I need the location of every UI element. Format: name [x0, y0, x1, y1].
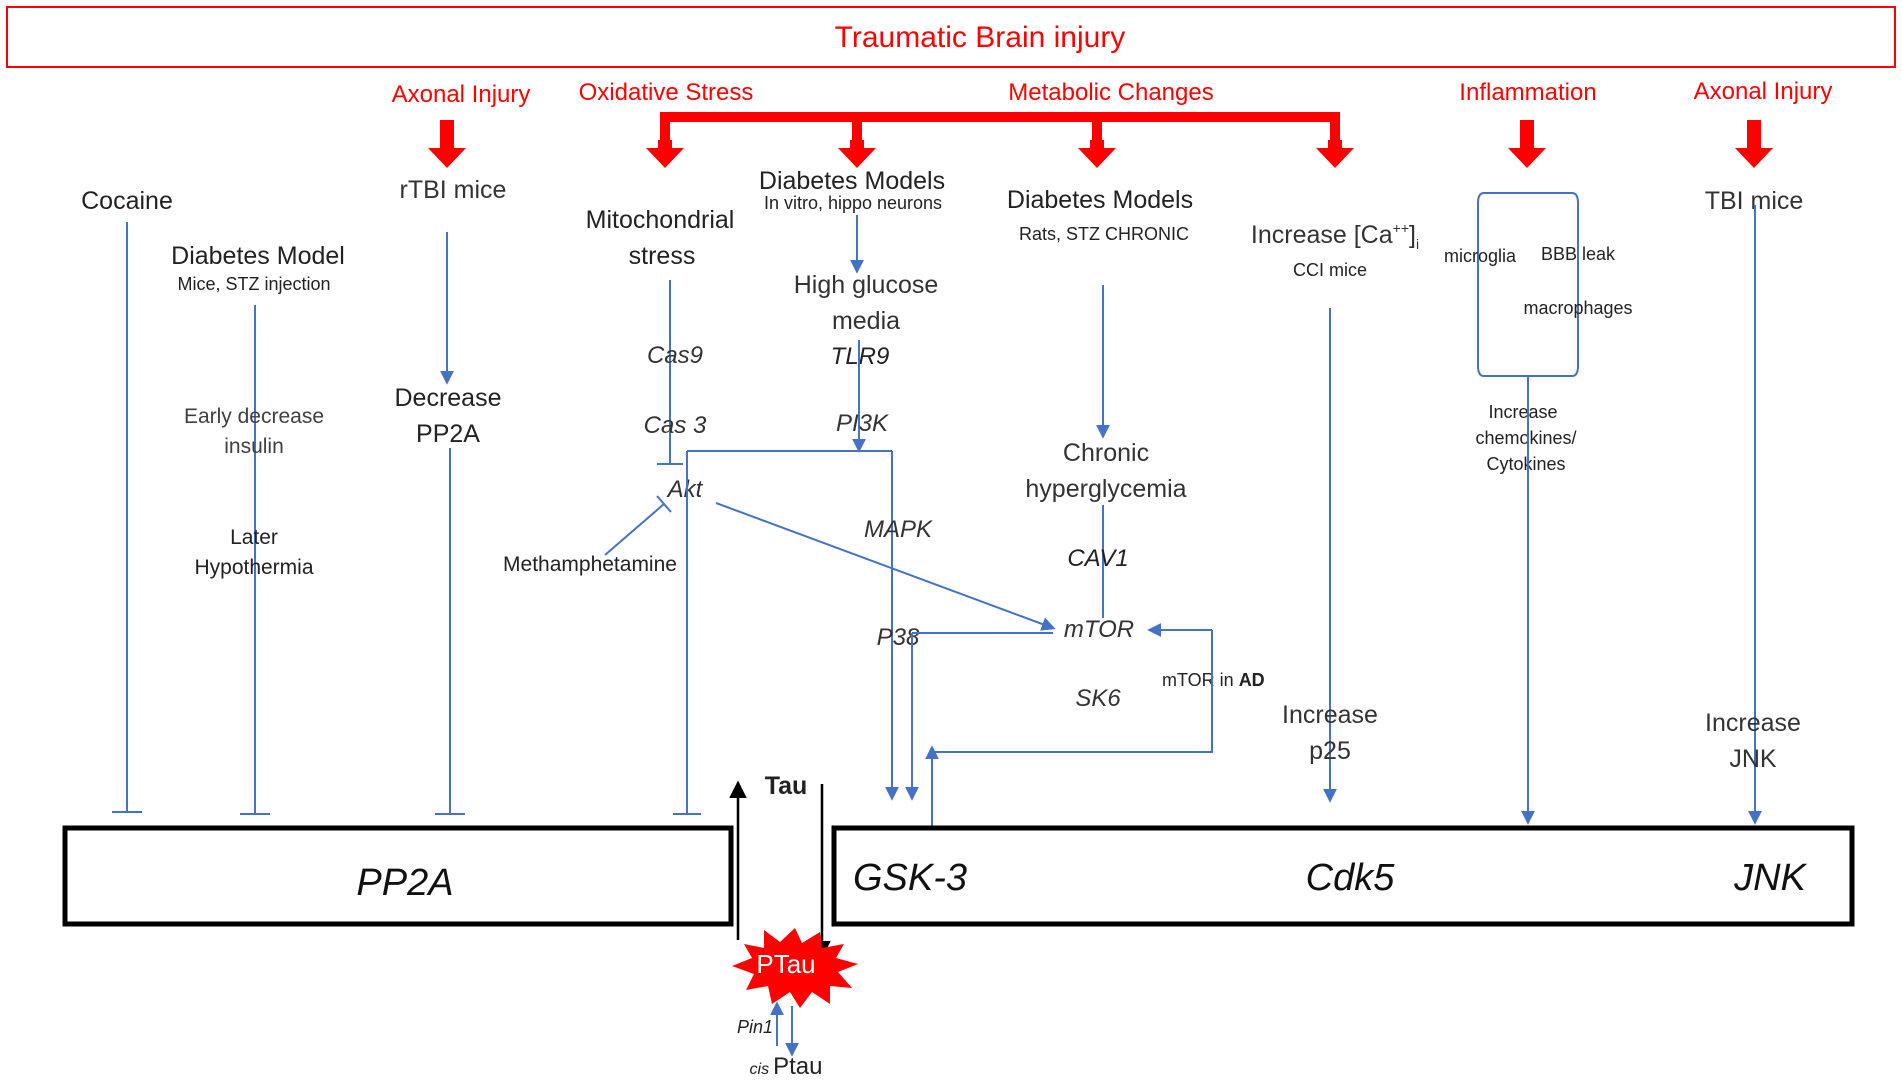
red-down-arrows	[428, 120, 1773, 168]
category-metabolic-changes: Metabolic Changes	[1008, 79, 1213, 106]
node-later: Later	[230, 526, 278, 549]
node-chemokines: chemokines/	[1475, 428, 1576, 448]
node-mtor-in-ad-text: mTOR in	[1162, 670, 1239, 690]
node-early-decrease: Early decrease	[184, 405, 324, 428]
node-mtor-in-ad-bold: AD	[1239, 670, 1265, 690]
category-axonal-injury-left: Axonal Injury	[392, 81, 531, 108]
node-mitochondrial-stress: stress	[629, 242, 696, 270]
node-increase-p25-value: p25	[1309, 737, 1351, 765]
node-cav1: CAV1	[1067, 545, 1128, 572]
cdk5-label: Cdk5	[1306, 857, 1396, 899]
node-sk6: SK6	[1075, 685, 1121, 712]
node-akt: Akt	[666, 476, 704, 503]
node-diabetes-models-rats-sub: Rats, STZ CHRONIC	[1019, 224, 1189, 244]
jnk-label: JNK	[1733, 857, 1807, 899]
inflammation-brace	[1477, 192, 1579, 377]
node-increase-jnk-value: JNK	[1729, 745, 1777, 773]
node-mtor: mTOR	[1064, 616, 1134, 643]
node-chronic: Chronic	[1063, 439, 1149, 467]
ptau-burst	[732, 928, 858, 1008]
node-diabetes-models-invitro-sub: In vitro, hippo neurons	[764, 193, 942, 213]
node-chemokines-increase: Increase	[1488, 402, 1557, 422]
node-cocaine: Cocaine	[81, 187, 173, 215]
node-cas3: Cas 3	[644, 412, 707, 439]
node-increase-ca-text: Increase [Ca	[1251, 221, 1393, 249]
kinases-box	[831, 825, 1855, 927]
node-increase-jnk: Increase	[1705, 709, 1801, 737]
node-methamphetamine: Methamphetamine	[503, 553, 677, 576]
node-chronic-hyperglycemia: hyperglycemia	[1025, 475, 1186, 503]
node-rtbi-mice: rTBI mice	[400, 176, 507, 204]
pp2a-label: PP2A	[356, 862, 453, 904]
node-decrease: Decrease	[395, 384, 502, 412]
title-box	[6, 6, 1896, 68]
node-later-hypothermia: Hypothermia	[194, 556, 313, 579]
node-microglia: microglia	[1444, 246, 1517, 266]
node-diabetes-models-invitro: Diabetes Models	[759, 167, 945, 195]
node-diabetes-models-rats: Diabetes Models	[1007, 186, 1193, 214]
node-ca-subscript: i	[1416, 236, 1419, 252]
node-ca-superscript: ++	[1393, 220, 1409, 236]
node-cas9: Cas9	[647, 342, 703, 369]
node-pi3k: PI3K	[836, 410, 889, 437]
node-macrophages: macrophages	[1523, 298, 1632, 318]
node-cci-mice: CCI mice	[1293, 260, 1367, 280]
node-increase-p25: Increase	[1282, 701, 1378, 729]
node-early-decrease-insulin: insulin	[224, 435, 284, 458]
node-cytokines: Cytokines	[1486, 454, 1565, 474]
node-cis-ptau-text: Ptau	[773, 1053, 822, 1080]
node-high-glucose: High glucose	[794, 271, 939, 299]
category-inflammation: Inflammation	[1459, 79, 1596, 106]
diagram-title: Traumatic Brain injury	[835, 21, 1126, 54]
node-high-glucose-media: media	[832, 307, 900, 335]
node-mapk: MAPK	[864, 516, 933, 543]
node-bbb-leak: BBB leak	[1541, 244, 1616, 264]
node-p38: P38	[877, 624, 920, 651]
red-bracket	[660, 112, 1340, 142]
node-cis: cis	[750, 1061, 770, 1078]
node-diabetes-model-sub: Mice, STZ injection	[177, 274, 330, 294]
gsk3-label: GSK-3	[853, 857, 967, 899]
node-ptau: PTau	[756, 949, 815, 979]
node-mitochondrial: Mitochondrial	[586, 206, 735, 234]
node-decrease-pp2a: PP2A	[416, 420, 480, 448]
node-tau: Tau	[765, 772, 808, 800]
node-ca-bracket: ]	[1409, 221, 1416, 249]
category-oxidative-stress: Oxidative Stress	[579, 79, 754, 106]
node-pin1: Pin1	[737, 1017, 773, 1037]
node-increase-ca: Increase [Ca++]i	[1251, 220, 1419, 252]
pp2a-box	[62, 825, 734, 927]
node-mtor-in-ad: mTOR in AD	[1162, 670, 1265, 690]
node-diabetes-model: Diabetes Model	[171, 242, 345, 270]
category-axonal-injury-right: Axonal Injury	[1694, 78, 1833, 105]
